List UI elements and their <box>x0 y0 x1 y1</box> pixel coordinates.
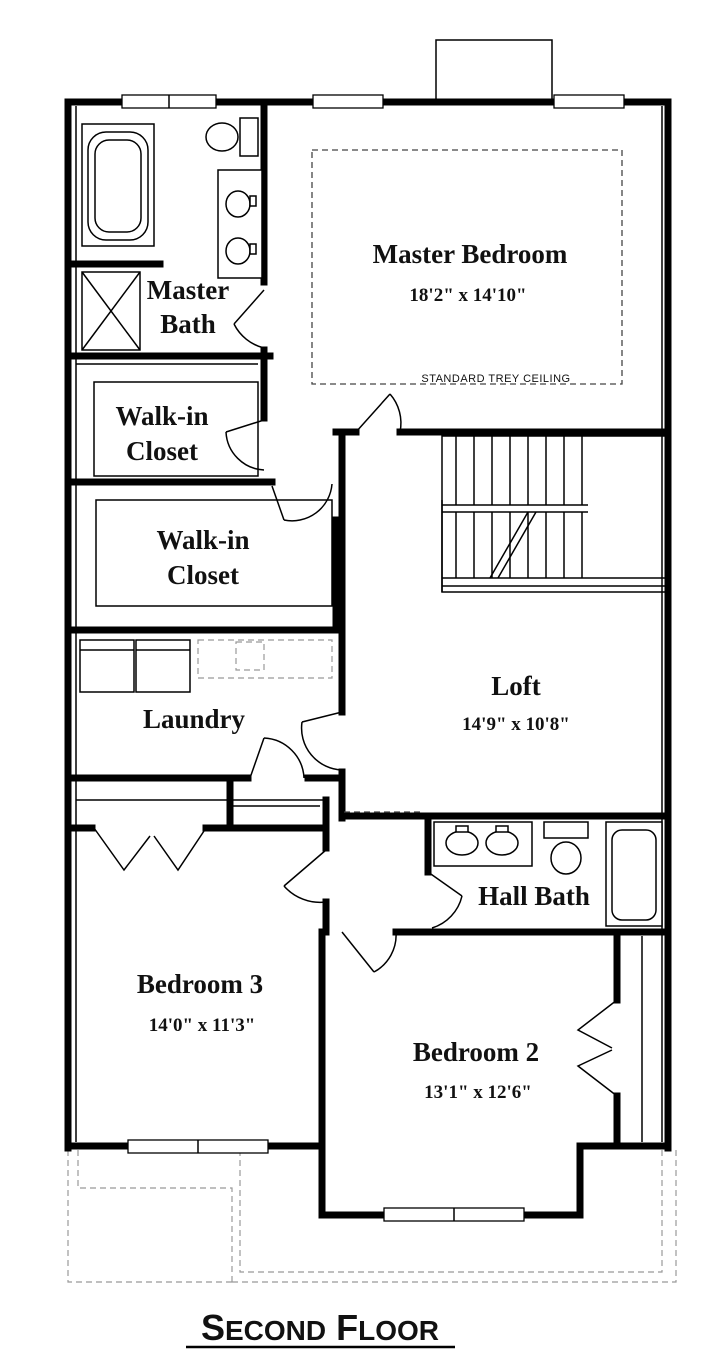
laundry-counter-dashed <box>197 639 333 679</box>
bay-bump-out <box>435 39 553 101</box>
bathtub-master <box>81 123 155 247</box>
walk-in-closet-1-line2: Closet <box>126 436 198 466</box>
exterior-inner-line <box>75 106 663 1142</box>
windows <box>121 94 625 1222</box>
vanity-hall <box>433 821 533 867</box>
master-bedroom-name: Master Bedroom <box>373 239 568 269</box>
doors <box>93 289 618 1097</box>
washer-dryer <box>79 639 191 693</box>
master-bath-name-line1: Master <box>147 275 229 305</box>
thin-lines <box>76 363 643 1142</box>
walk-in-closet-2-line2: Closet <box>167 560 239 590</box>
bedroom-2-name: Bedroom 2 <box>413 1037 539 1067</box>
toilet-hall <box>543 821 589 875</box>
bedroom-2-dims: 13'1" x 12'6" <box>424 1082 532 1103</box>
loft-dims: 14'9" x 10'8" <box>462 714 570 735</box>
master-bedroom-dims: 18'2" x 14'10" <box>409 285 526 306</box>
floor-title: SECOND FLOOR <box>201 1307 439 1348</box>
shower-master <box>81 271 141 351</box>
walk-in-closet-1-line1: Walk-in <box>115 401 208 431</box>
bathtub-hall <box>605 821 663 927</box>
toilet-master <box>205 117 259 157</box>
walk-in-closet-2-line1: Walk-in <box>156 525 249 555</box>
bedroom-3-dims: 14'0" x 11'3" <box>149 1015 256 1036</box>
staircase <box>441 435 667 593</box>
vanity-master <box>217 169 263 279</box>
laundry-name: Laundry <box>143 704 246 734</box>
floor-title-s: S <box>201 1307 225 1348</box>
hall-bath-name: Hall Bath <box>478 881 590 911</box>
floor-title-loor: LOOR <box>358 1315 439 1346</box>
master-bath-name-line2: Bath <box>160 309 216 339</box>
floor-title-econd: ECOND <box>225 1315 326 1346</box>
bedroom-3-name: Bedroom 3 <box>137 969 263 999</box>
exterior-dashed-outline <box>67 1150 677 1283</box>
floor-title-f: F <box>336 1307 358 1348</box>
trey-ceiling-outline <box>311 149 623 385</box>
interior-walls <box>68 100 672 1154</box>
trey-ceiling-note: STANDARD TREY CEILING <box>421 373 570 385</box>
loft-name: Loft <box>491 671 541 701</box>
